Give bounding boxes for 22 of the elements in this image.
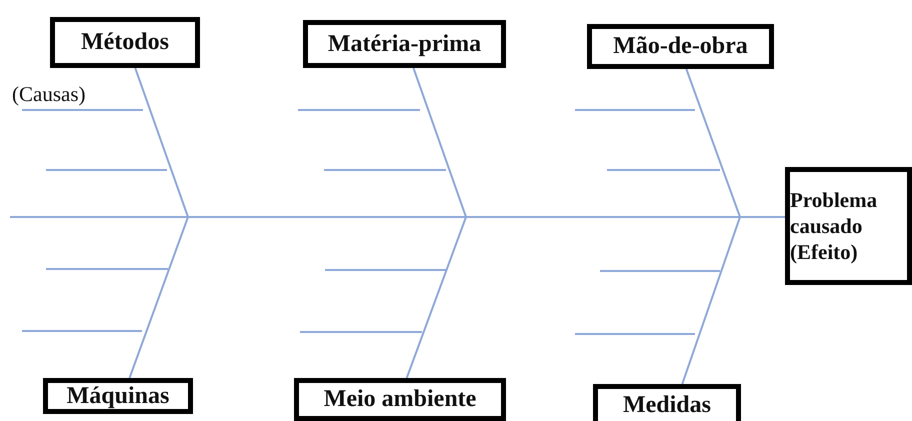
category-box (593, 384, 741, 421)
spine-line (10, 216, 785, 218)
category-bone-line (412, 68, 467, 218)
causes-note: (Causas) (12, 82, 86, 107)
effect-box (785, 167, 912, 285)
category-bone-line (406, 216, 467, 378)
category-label: Medidas (622, 392, 711, 418)
category-box (50, 17, 200, 68)
category-bone-line (681, 216, 741, 384)
effect-label: Problema causado (Efeito) (790, 186, 878, 266)
category-label: Meio ambiente (324, 386, 476, 413)
category-box (43, 378, 193, 414)
category-bone-line (685, 68, 741, 218)
category-label: Máquinas (66, 382, 170, 410)
category-box (587, 24, 774, 69)
category-bone-line (134, 68, 189, 218)
category-label: Métodos (81, 29, 169, 56)
category-bone-line (128, 216, 189, 378)
category-label: Mão-de-obra (613, 33, 748, 60)
category-box (294, 378, 506, 421)
category-label: Matéria-prima (328, 30, 482, 58)
category-box (303, 20, 506, 68)
